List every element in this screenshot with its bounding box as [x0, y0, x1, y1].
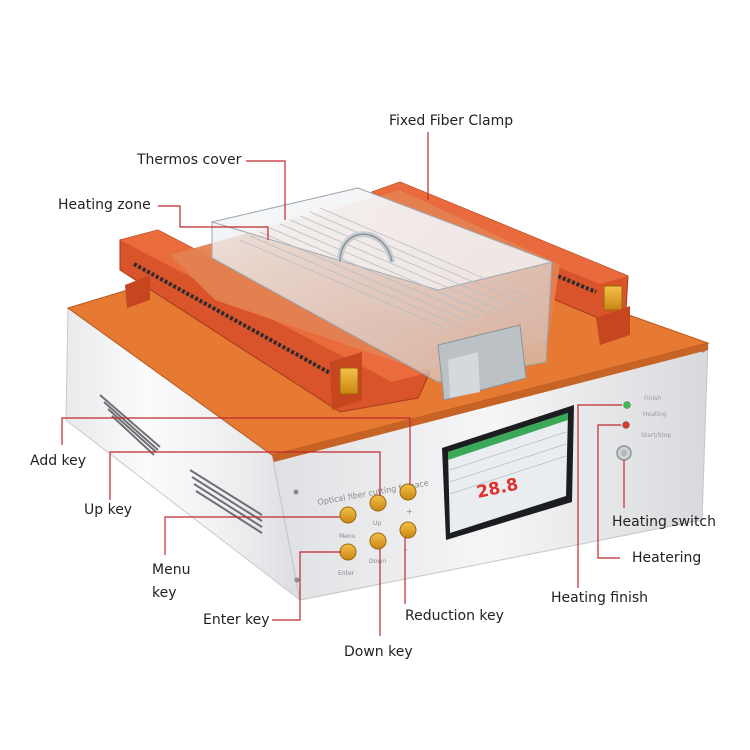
leader-menu-key [164, 516, 340, 555]
reduce-button-label: - [405, 545, 408, 554]
menu-button-label: Menu [339, 533, 356, 540]
finish-indicator-label: Finish [644, 395, 661, 402]
screw [293, 489, 299, 495]
label-up-key: Up key [84, 502, 133, 518]
top-plate-edge [272, 343, 708, 462]
up-button[interactable] [369, 494, 387, 512]
heating-indicator-label: Heating [643, 411, 667, 418]
leader-up-key [109, 451, 381, 500]
down-button-label: Down [369, 558, 386, 565]
leader-enter-key [272, 551, 341, 621]
leader-lines [61, 132, 625, 636]
leader-thermos-cover [246, 160, 286, 220]
label-reduction-key: Reduction key [405, 608, 504, 624]
add-button[interactable] [399, 483, 417, 501]
label-heatering: Heatering [632, 550, 702, 566]
label-heating-zone: Heating zone [58, 197, 151, 213]
leader-heating-zone [158, 205, 269, 240]
label-down-key: Down key [344, 644, 413, 660]
label-menu-key-line1: Menu [152, 562, 191, 578]
leader-heating-finish [577, 404, 622, 588]
label-add-key: Add key [30, 453, 87, 469]
up-button-label: Up [373, 520, 381, 527]
enter-button-label: Enter [338, 570, 355, 577]
leader-add-key [61, 417, 411, 485]
leader-heatering [597, 424, 621, 559]
thermos-cover [210, 187, 554, 401]
label-menu-key-line2: key [152, 585, 177, 601]
heating-indicator [622, 421, 630, 429]
label-heating-finish: Heating finish [551, 590, 649, 606]
side-vents [99, 394, 263, 534]
label-enter-key: Enter key [203, 612, 270, 628]
touch-screen[interactable]: 28.8 [442, 405, 574, 540]
label-fixed-fiber-clamp: Fixed Fiber Clamp [389, 113, 514, 129]
reduce-button[interactable] [399, 521, 417, 539]
menu-button[interactable] [339, 506, 357, 524]
enter-button[interactable] [339, 543, 357, 561]
finish-indicator [623, 401, 631, 409]
add-button-label: + [406, 507, 413, 516]
screw [294, 577, 300, 583]
label-heating-switch: Heating switch [612, 514, 717, 530]
label-thermos-cover: Thermos cover [137, 152, 242, 168]
down-button[interactable] [369, 532, 387, 550]
start-stop-label: Start/Stop [641, 432, 672, 439]
